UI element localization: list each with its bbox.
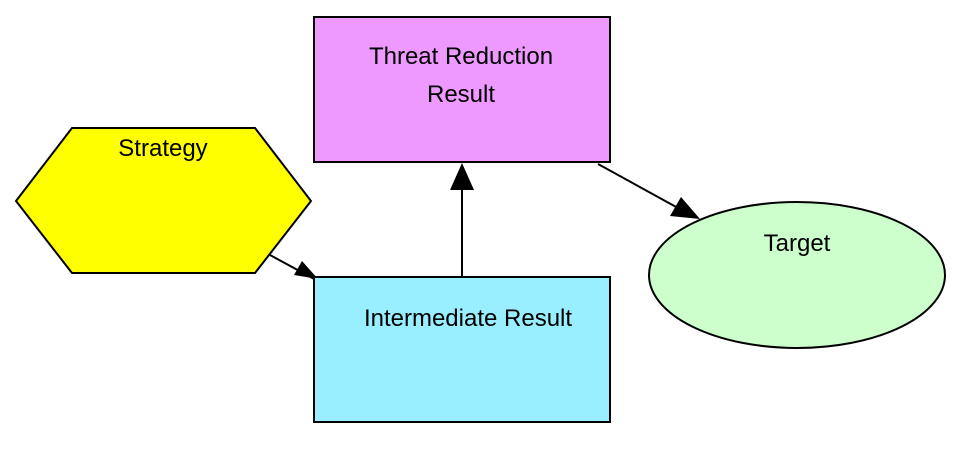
arrowhead-threat-to-target <box>670 197 700 219</box>
node-target[interactable]: Target <box>648 201 946 349</box>
threat-reduction-result-label-line2: Result <box>427 81 495 108</box>
node-intermediate-result[interactable]: Intermediate Result <box>313 276 611 423</box>
threat-reduction-result-shape <box>313 16 611 163</box>
node-strategy[interactable]: Strategy <box>14 127 313 274</box>
intermediate-result-shape <box>313 276 611 423</box>
edge-threat-to-target <box>597 163 679 209</box>
arrowhead-intermediate-to-threat <box>450 163 474 190</box>
strategy-hexagon-shape <box>14 127 313 274</box>
arrowhead-strategy-to-intermediate <box>294 261 318 279</box>
intermediate-result-label: Intermediate Result <box>364 305 572 332</box>
threat-reduction-result-label-line1: Threat Reduction <box>369 43 553 70</box>
target-ellipse-shape <box>648 201 946 349</box>
strategy-label: Strategy <box>118 135 207 162</box>
node-threat-reduction-result[interactable]: Threat Reduction Result <box>313 16 611 163</box>
target-label: Target <box>764 230 831 257</box>
